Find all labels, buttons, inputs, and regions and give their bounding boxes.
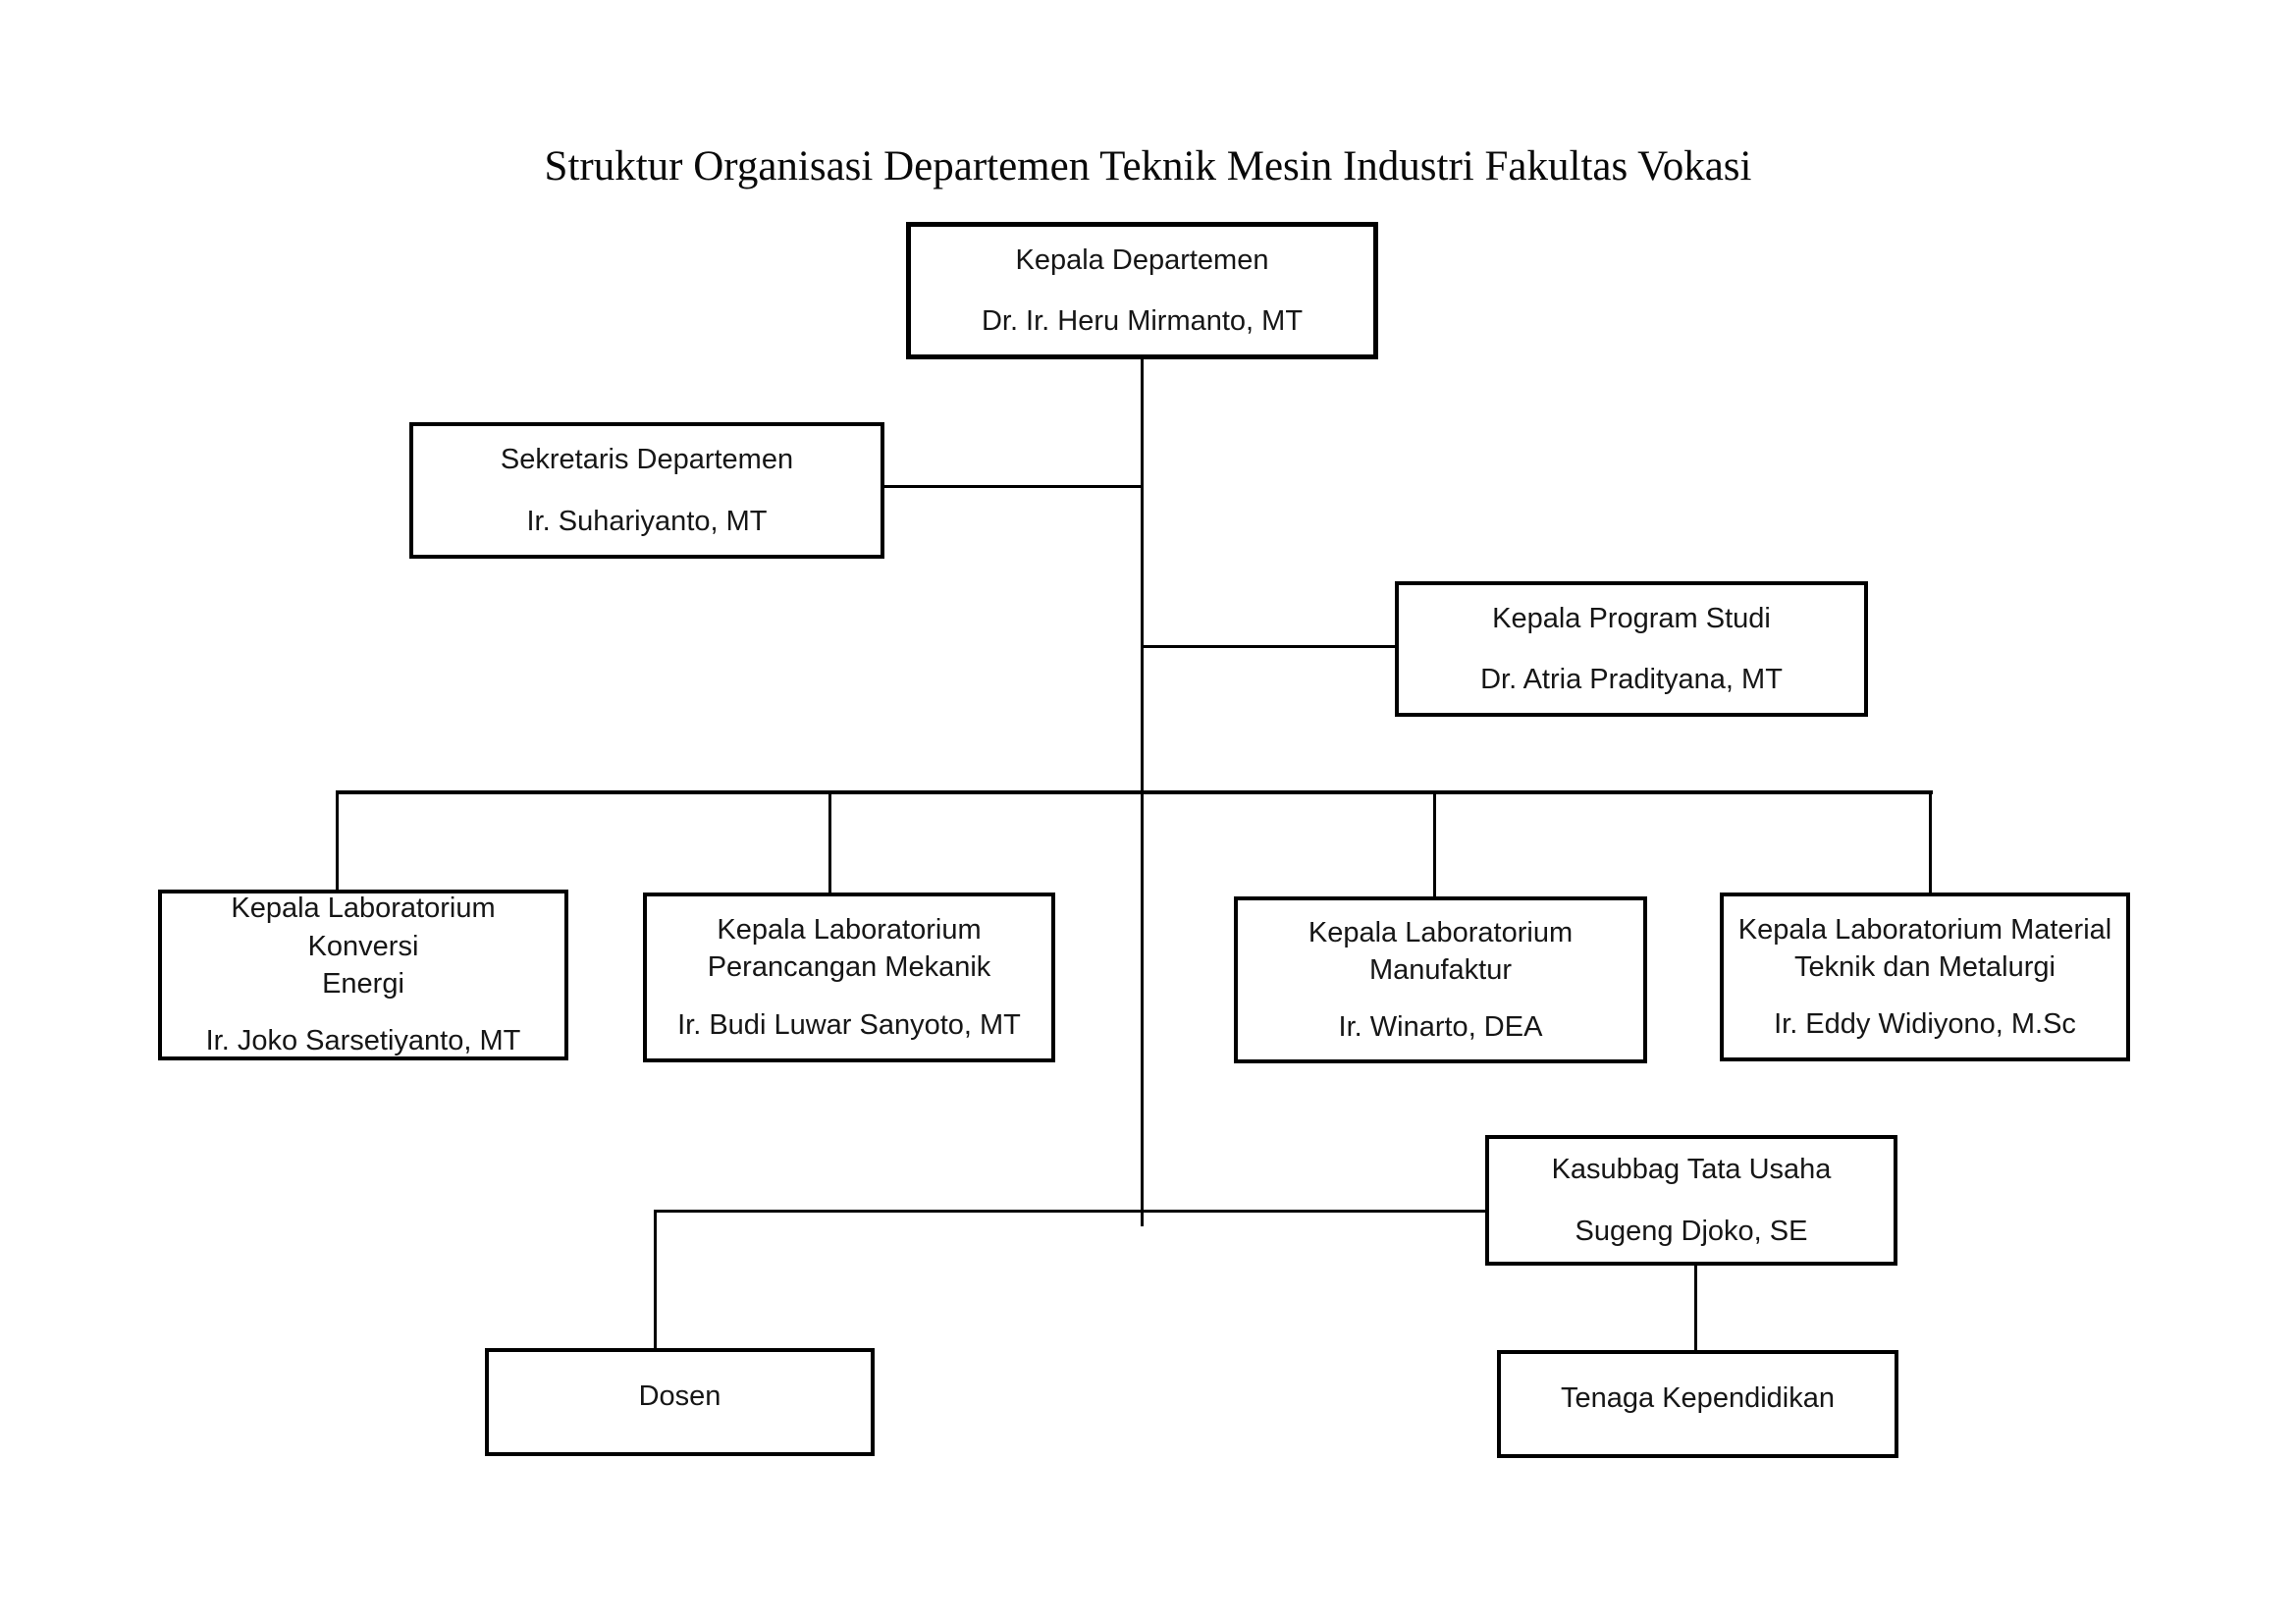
connector-lab4-drop	[1929, 790, 1932, 893]
person-label: Ir. Winarto, DEA	[1338, 1011, 1543, 1044]
org-box-sekretaris-departemen: Sekretaris Departemen Ir. Suhariyanto, M…	[409, 422, 884, 559]
role-label: Tenaga Kependidikan	[1561, 1382, 1835, 1414]
role-label: Kepala Laboratorium Konversi Energi	[231, 893, 496, 1000]
person-label: Ir. Eddy Widiyono, M.Sc	[1774, 1008, 2076, 1041]
connector-kaprodi-horizontal	[1142, 645, 1395, 648]
role-label: Kepala Laboratorium Perancangan Mekanik	[707, 914, 991, 984]
person-label: Sugeng Djoko, SE	[1575, 1215, 1808, 1247]
org-box-tenaga-kependidikan: Tenaga Kependidikan	[1497, 1350, 1898, 1458]
org-box-lab-material-teknik-metalurgi: Kepala Laboratorium Material Teknik dan …	[1720, 893, 2130, 1061]
role-label: Kepala Laboratorium Manufaktur	[1308, 916, 1574, 986]
org-box-lab-konversi-energi: Kepala Laboratorium Konversi Energi Ir. …	[158, 890, 568, 1060]
org-box-lab-perancangan-mekanik: Kepala Laboratorium Perancangan Mekanik …	[643, 893, 1055, 1062]
role-label: Sekretaris Departemen	[500, 444, 794, 476]
person-label: Ir. Budi Luwar Sanyoto, MT	[677, 1008, 1021, 1041]
org-box-kepala-program-studi: Kepala Program Studi Dr. Atria Pradityan…	[1395, 581, 1868, 717]
person-label: Dr. Atria Pradityana, MT	[1480, 664, 1783, 695]
role-label: Kepala Program Studi	[1492, 602, 1771, 634]
connector-lab2-drop	[828, 790, 831, 893]
person-label: Dr. Ir. Heru Mirmanto, MT	[981, 305, 1304, 337]
connector-lab-row-horizontal	[336, 790, 1933, 794]
role-label: Kepala Departemen	[1015, 244, 1269, 276]
org-box-kasubbag-tata-usaha: Kasubbag Tata Usaha Sugeng Djoko, SE	[1485, 1135, 1897, 1266]
connector-tenaga-drop	[1694, 1266, 1697, 1350]
connector-bottom-horizontal	[654, 1210, 1485, 1213]
org-box-lab-manufaktur: Kepala Laboratorium Manufaktur Ir. Winar…	[1234, 896, 1647, 1063]
person-label: Ir. Joko Sarsetiyanto, MT	[205, 1025, 521, 1057]
connector-sekretaris-horizontal	[884, 485, 1142, 488]
diagram-title: Struktur Organisasi Departemen Teknik Me…	[544, 143, 1752, 189]
connector-lab1-drop	[336, 790, 339, 890]
role-label: Dosen	[638, 1380, 721, 1412]
role-label: Kasubbag Tata Usaha	[1551, 1154, 1832, 1186]
org-box-dosen: Dosen	[485, 1348, 875, 1456]
org-box-kepala-departemen: Kepala Departemen Dr. Ir. Heru Mirmanto,…	[906, 222, 1378, 359]
person-label: Ir. Suhariyanto, MT	[526, 505, 768, 537]
connector-lab3-drop	[1433, 790, 1436, 896]
role-label: Kepala Laboratorium Material Teknik dan …	[1737, 913, 2112, 983]
connector-dosen-drop	[654, 1210, 657, 1348]
